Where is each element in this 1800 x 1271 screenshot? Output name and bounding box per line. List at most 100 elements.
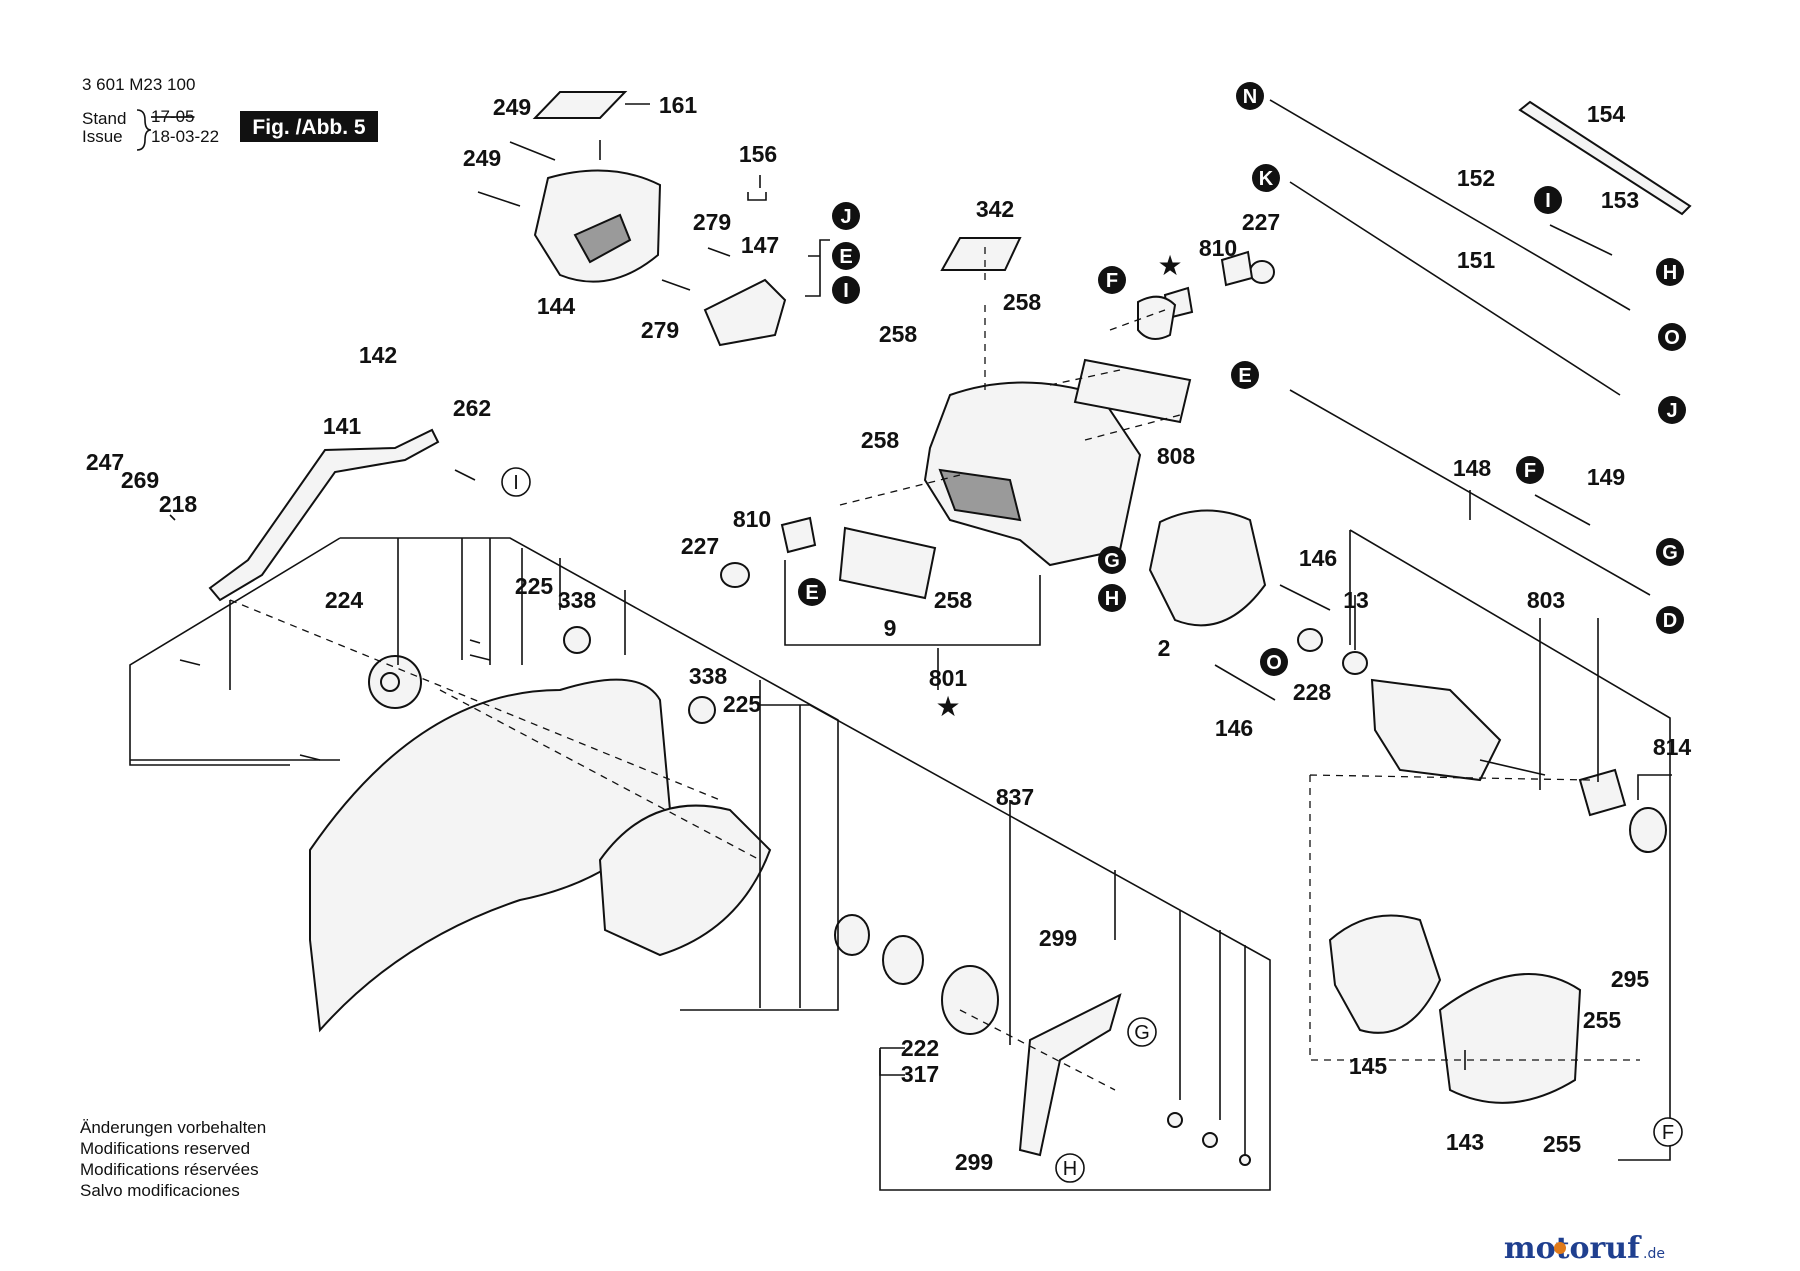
bearing-13 bbox=[1342, 651, 1368, 675]
leader-j-e-i bbox=[805, 239, 830, 297]
part-number: 249 bbox=[463, 145, 501, 171]
part-number-labels: 249 161 249 156 279 147 144 279 142 262 … bbox=[86, 92, 1692, 1175]
group-837-bracket bbox=[760, 704, 1271, 1191]
part-number: 269 bbox=[121, 467, 159, 493]
ref-flag: G bbox=[1098, 546, 1126, 574]
short-wires-153-149 bbox=[1534, 224, 1613, 526]
part-number: 258 bbox=[879, 321, 918, 347]
label-sticker-161 bbox=[532, 91, 628, 119]
part-number: 808 bbox=[1157, 443, 1196, 469]
part-number: 317 bbox=[901, 1061, 939, 1087]
svg-text:J: J bbox=[840, 206, 851, 228]
star-symbols: ★ ★ bbox=[935, 249, 1182, 723]
doc-number: 3 601 M23 100 bbox=[82, 75, 195, 94]
ref-flag: H bbox=[1656, 258, 1684, 286]
part-number: 247 bbox=[86, 449, 124, 475]
part-number: 225 bbox=[515, 573, 554, 599]
reference-flags-light: I G H F bbox=[501, 467, 1683, 1183]
svg-text:J: J bbox=[1666, 400, 1677, 422]
part-number: 225 bbox=[723, 691, 762, 717]
svg-text:E: E bbox=[1238, 365, 1251, 387]
figure-label: Fig. /Abb. 5 bbox=[252, 116, 365, 139]
note-fr: Modifications réservées bbox=[80, 1160, 259, 1179]
note-de: Änderungen vorbehalten bbox=[80, 1118, 266, 1137]
part-number: 149 bbox=[1587, 464, 1625, 490]
part-number: 151 bbox=[1457, 247, 1496, 273]
svg-text:K: K bbox=[1259, 168, 1274, 190]
leader-lines bbox=[129, 103, 1672, 1191]
svg-text:I: I bbox=[843, 280, 849, 302]
logo-text: motoruf bbox=[1504, 1231, 1642, 1266]
label-sticker-808 bbox=[1073, 358, 1192, 424]
svg-text:G: G bbox=[1104, 550, 1120, 572]
part-number: 299 bbox=[955, 1149, 993, 1175]
clip-156 bbox=[747, 192, 767, 201]
ref-flag-outline: G bbox=[1127, 1017, 1157, 1047]
svg-text:I: I bbox=[1545, 190, 1551, 212]
ref-flag: E bbox=[798, 578, 826, 606]
ref-flag: J bbox=[832, 202, 860, 230]
svg-text:H: H bbox=[1063, 1158, 1077, 1180]
part-number: 255 bbox=[1583, 1007, 1622, 1033]
nut-small-2 bbox=[1202, 1132, 1218, 1148]
part-number: 224 bbox=[325, 587, 364, 613]
washer-disk bbox=[941, 965, 999, 1035]
part-number: 837 bbox=[996, 784, 1034, 810]
part-number: 227 bbox=[681, 533, 719, 559]
gear-ring bbox=[882, 935, 924, 985]
part-number: 299 bbox=[1039, 925, 1077, 951]
part-number: 801 bbox=[929, 665, 968, 691]
star-symbol-808: ★ bbox=[1157, 249, 1182, 282]
stand-label: Stand bbox=[82, 109, 126, 128]
part-number: 279 bbox=[693, 209, 731, 235]
misc-screws bbox=[179, 639, 491, 761]
part-number: 810 bbox=[733, 506, 771, 532]
part-number: 13 bbox=[1343, 587, 1369, 613]
part-number: 146 bbox=[1215, 715, 1253, 741]
part-number: 255 bbox=[1543, 1131, 1582, 1157]
fan-housing-145 bbox=[1328, 914, 1442, 1034]
ref-flag-outline: H bbox=[1055, 1153, 1085, 1183]
gasket-plate bbox=[1578, 768, 1627, 817]
axis-dashes bbox=[229, 245, 1640, 1091]
part-number: 141 bbox=[323, 413, 362, 439]
rod-154 bbox=[1518, 100, 1692, 216]
ref-flag: F bbox=[1098, 266, 1126, 294]
part-number: 147 bbox=[741, 232, 779, 258]
part-number: 2 bbox=[1158, 635, 1171, 661]
part-number: 145 bbox=[1349, 1053, 1388, 1079]
ref-flag: K bbox=[1252, 164, 1280, 192]
svg-text:O: O bbox=[1266, 652, 1282, 674]
figure-label-box bbox=[240, 111, 378, 142]
screws-249-279 bbox=[477, 141, 731, 291]
part-number: 218 bbox=[159, 491, 198, 517]
part-number: 143 bbox=[1446, 1129, 1484, 1155]
part-number: 338 bbox=[689, 663, 728, 689]
lever-141 bbox=[208, 428, 440, 602]
stand-date: 17-05 bbox=[151, 107, 194, 126]
switch-147 bbox=[703, 278, 787, 347]
nut-small-3 bbox=[1239, 1154, 1251, 1166]
ref-flag: N bbox=[1236, 82, 1264, 110]
motoruf-logo[interactable]: motoruf .de bbox=[1504, 1231, 1665, 1266]
bearing-338-top bbox=[563, 626, 591, 654]
armature-shaft bbox=[1479, 759, 1546, 776]
part-number: 148 bbox=[1453, 455, 1492, 481]
svg-text:E: E bbox=[805, 582, 818, 604]
stator-2 bbox=[1148, 509, 1267, 627]
bracket-plate bbox=[1018, 993, 1122, 1157]
group-vertical-stems bbox=[229, 538, 801, 1008]
part-number: 146 bbox=[1299, 545, 1337, 571]
part-number: 258 bbox=[934, 587, 973, 613]
part-number: 249 bbox=[493, 94, 531, 120]
part-number: 142 bbox=[359, 342, 397, 368]
ref-flag: F bbox=[1516, 456, 1544, 484]
doc-header: 3 601 M23 100 Stand Issue 17-05 18-03-22… bbox=[82, 75, 378, 151]
ref-flag: I bbox=[832, 276, 860, 304]
issue-date: 18-03-22 bbox=[151, 127, 219, 146]
part-number: 161 bbox=[659, 92, 698, 118]
label-sticker-9 bbox=[838, 526, 937, 600]
svg-text:O: O bbox=[1664, 327, 1680, 349]
